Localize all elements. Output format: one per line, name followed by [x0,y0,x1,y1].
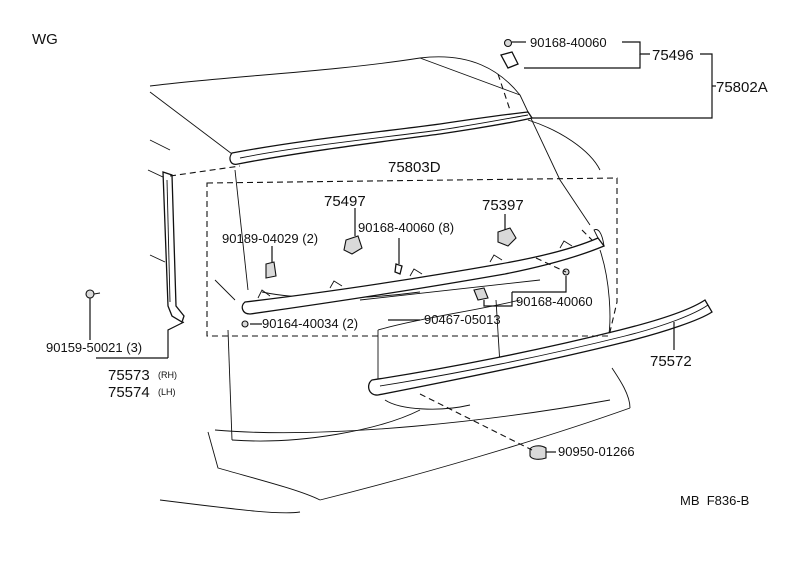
label-75572: 75572 [650,353,692,370]
label-75802A: 75802A [716,79,768,96]
clip-90168-40060-top [500,38,519,69]
back-door-garnish-75803D [241,229,606,315]
vehicle-body-outline [147,56,631,514]
label-75496: 75496 [652,47,694,64]
label-75574: 75574 [108,384,150,401]
label-90467-05013: 90467-05013 [424,312,501,327]
clip-90467-05013 [473,287,489,301]
model-code: WG [32,31,58,48]
leader-lines [89,41,716,453]
clip-90189-04029 [265,261,277,279]
plug-90950-01266 [529,445,547,460]
lower-garnish-75572 [367,299,713,396]
label-75573: 75573 [108,367,150,384]
assembly-box-75803D [206,177,618,337]
dashed-link-mid [535,257,567,273]
label-90950-01266: 90950-01266 [558,444,635,459]
screw-90159-50021 [85,289,101,299]
bracket-75397 [497,227,517,247]
label-90164-40034: 90164-40034 (2) [262,316,358,331]
dashed-link-hand [581,229,593,241]
label-75573-side: (RH) [158,370,177,380]
dashed-link-door [497,73,511,111]
label-90168-40060-8: 90168-40060 (8) [358,220,454,235]
label-75574-side: (LH) [158,387,176,397]
label-75397: 75397 [482,197,524,214]
label-90168-40060-mid: 90168-40060 [516,294,593,309]
label-90168-40060-top: 90168-40060 [530,35,607,50]
label-90159-50021: 90159-50021 (3) [46,340,142,355]
dashed-link-plug [419,393,533,451]
bracket-75497 [343,235,363,255]
label-75497: 75497 [324,193,366,210]
clip-90168-40060-8 [394,263,403,275]
dashed-link-upper [169,165,241,177]
label-75803D: 75803D [388,159,441,176]
screw-90164-40034 [241,320,249,328]
label-90189-04029: 90189-04029 (2) [222,231,318,246]
diagram-reference: MB F836-B [680,493,749,508]
side-garnish-75573-75574 [162,171,185,323]
upper-garnish-75802A [229,111,534,165]
